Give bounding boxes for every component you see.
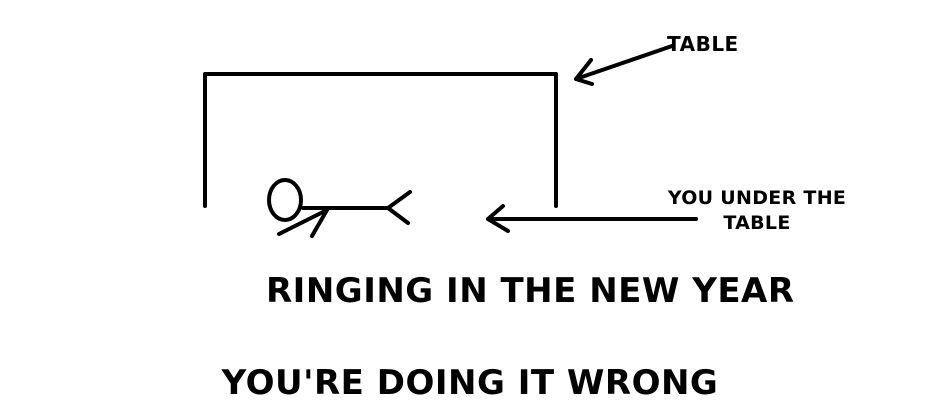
stick-figure-arm-1: [277, 208, 329, 236]
caption-ringing-new-year: RINGING IN THE NEW YEAR: [266, 271, 795, 311]
you-under-the-table-label: YOU UNDER THE TABLE: [667, 187, 847, 234]
table-label: TABLE: [667, 32, 739, 56]
you-arrow-head: [486, 204, 510, 233]
table-outline: [203, 72, 558, 208]
stick-figure-head: [267, 178, 303, 222]
table-arrow-shaft: [574, 44, 674, 81]
stick-figure-arm-2: [310, 208, 329, 238]
stick-figure-legs: [386, 190, 412, 225]
table-arrow-head: [574, 58, 594, 86]
caption-doing-it-wrong: YOU'RE DOING IT WRONG: [221, 363, 719, 403]
stick-figure: [267, 178, 412, 238]
